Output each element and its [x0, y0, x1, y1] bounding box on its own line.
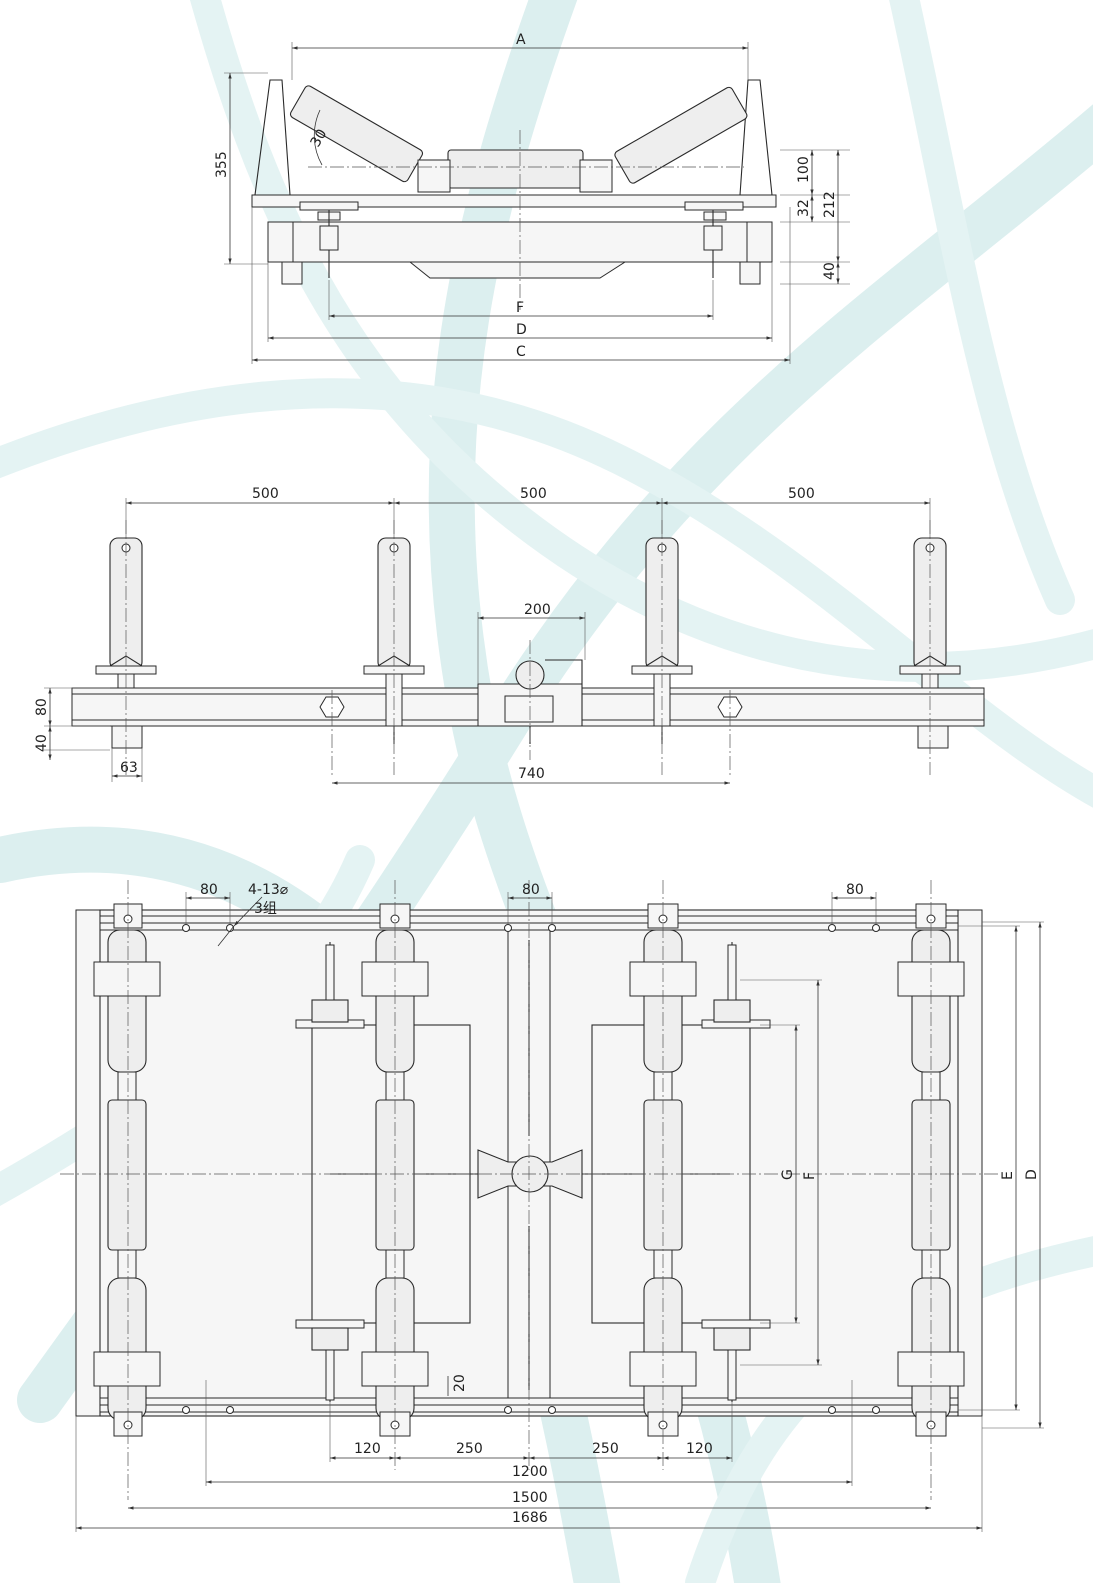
plan-dim-120-right: 120 — [686, 1441, 713, 1457]
front-view: A 355 30 100 32 212 40 F D C — [214, 32, 850, 364]
front-dim-D: D — [516, 322, 527, 338]
side-view: 500 500 500 200 80 40 63 740 — [34, 486, 985, 785]
plan-dim-D: D — [1024, 1169, 1040, 1180]
side-dim-740: 740 — [518, 766, 545, 782]
plan-dim-80-mid: 80 — [522, 882, 540, 898]
plan-dim-250-left: 250 — [456, 1441, 483, 1457]
front-dim-212: 212 — [822, 191, 838, 218]
front-dim-angle: 30 — [308, 127, 331, 150]
front-dim-40: 40 — [822, 262, 838, 280]
side-dim-63: 63 — [120, 760, 138, 776]
front-dim-A: A — [516, 32, 526, 48]
plan-dim-80-right: 80 — [846, 882, 864, 898]
plan-dim-F: F — [802, 1172, 818, 1180]
plan-hole-note-line1: 4-13⌀ — [248, 882, 289, 898]
plan-dim-250-right: 250 — [592, 1441, 619, 1457]
front-dim-355: 355 — [214, 151, 230, 178]
plan-dim-80-left: 80 — [200, 882, 218, 898]
front-dim-100: 100 — [796, 156, 812, 183]
plan-dim-E: E — [1000, 1171, 1016, 1180]
plan-dim-1500: 1500 — [512, 1490, 548, 1506]
plan-dim-1200: 1200 — [512, 1464, 548, 1480]
side-dim-500-3: 500 — [788, 486, 815, 502]
plan-hole-note-line2: 3组 — [254, 901, 277, 917]
side-dim-500-2: 500 — [520, 486, 547, 502]
plan-idler-row-1 — [93, 903, 161, 1437]
plan-dim-20: 20 — [452, 1374, 468, 1392]
side-dim-40: 40 — [34, 734, 50, 752]
front-dim-C: C — [516, 344, 526, 360]
side-dim-200: 200 — [524, 602, 551, 618]
side-dim-80: 80 — [34, 698, 50, 716]
plan-dim-G: G — [780, 1169, 796, 1180]
plan-dim-120-left: 120 — [354, 1441, 381, 1457]
front-dim-F: F — [516, 300, 524, 316]
side-dim-500-1: 500 — [252, 486, 279, 502]
front-dim-32: 32 — [796, 199, 812, 217]
plan-dim-1686: 1686 — [512, 1510, 548, 1526]
plan-view: 80 80 80 4-13⌀ 3组 20 120 250 250 120 120… — [60, 880, 1044, 1532]
